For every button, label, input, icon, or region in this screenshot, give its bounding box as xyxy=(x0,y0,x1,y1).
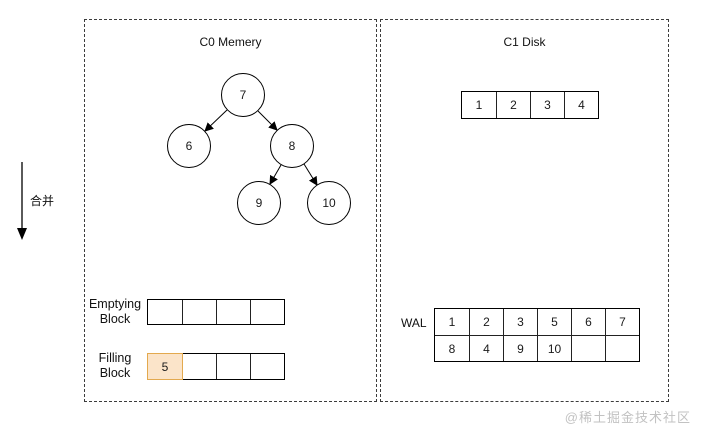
emptying-block-label: Emptying Block xyxy=(85,297,145,327)
wal-label: WAL xyxy=(401,316,427,330)
filling-block-cells: 5 xyxy=(147,353,285,380)
c1-panel-title: C1 Disk xyxy=(503,35,546,49)
tree-node-6: 6 xyxy=(167,124,211,168)
wal-cell-r1c1: 4 xyxy=(469,335,503,361)
disk-cell-0: 1 xyxy=(475,98,483,112)
wal-cell-r0c3: 5 xyxy=(537,309,571,335)
emptying-cell-2 xyxy=(216,300,250,324)
tree-node-7: 7 xyxy=(221,73,265,117)
wal-cell-r1c4 xyxy=(571,335,605,361)
filling-cell-0-highlighted: 5 xyxy=(147,353,183,380)
c0-panel-title: C0 Memery xyxy=(199,35,262,49)
wal-cell-r1c5 xyxy=(605,335,639,361)
c1-disk-array: 1 2 3 4 xyxy=(461,91,599,119)
wal-cell-r0c0: 1 xyxy=(448,315,456,329)
filling-cell-3 xyxy=(250,354,284,379)
tree-edges xyxy=(204,109,318,186)
filling-block-label-line2: Block xyxy=(99,366,131,380)
filling-block-label: Filling Block xyxy=(85,351,145,381)
emptying-block-cells xyxy=(147,299,285,325)
watermark: @稀土掘金技术社区 xyxy=(564,410,691,425)
wal-cell-r1c3: 10 xyxy=(537,335,571,361)
wal-cell-r0c4: 6 xyxy=(571,309,605,335)
wal-cell-r1c0: 8 xyxy=(435,335,469,361)
tree-node-8: 8 xyxy=(270,124,314,168)
wal-cell-r1c2: 9 xyxy=(503,335,537,361)
emptying-cell-0 xyxy=(148,300,182,324)
tree-node-10: 10 xyxy=(307,181,351,225)
wal-cell-r0c5: 7 xyxy=(605,309,639,335)
disk-cell-2: 3 xyxy=(530,92,564,118)
disk-cell-3: 4 xyxy=(564,92,598,118)
merge-label: 合并 xyxy=(30,194,55,208)
filling-cell-2 xyxy=(216,354,250,379)
wal-cell-r0c2: 3 xyxy=(503,309,537,335)
disk-cell-1: 2 xyxy=(496,92,530,118)
c0-memory-panel: C0 Memery 7 6 8 9 10 Emptying Block xyxy=(84,19,377,402)
emptying-block-label-line1: Emptying xyxy=(88,297,142,311)
emptying-cell-3 xyxy=(250,300,284,324)
filling-block-label-line1: Filling xyxy=(98,351,132,365)
filling-cell-1 xyxy=(182,354,216,379)
emptying-cell-1 xyxy=(182,300,216,324)
wal-cell-r0c1: 2 xyxy=(469,309,503,335)
merge-down-arrow-icon xyxy=(17,162,27,240)
tree-node-9: 9 xyxy=(237,181,281,225)
wal-table: 1 2 3 5 6 7 8 4 9 10 xyxy=(434,308,640,362)
emptying-block-label-line2: Block xyxy=(99,312,131,326)
c1-disk-panel: C1 Disk 1 2 3 4 WAL 1 2 3 5 6 7 8 4 9 10 xyxy=(380,19,669,402)
